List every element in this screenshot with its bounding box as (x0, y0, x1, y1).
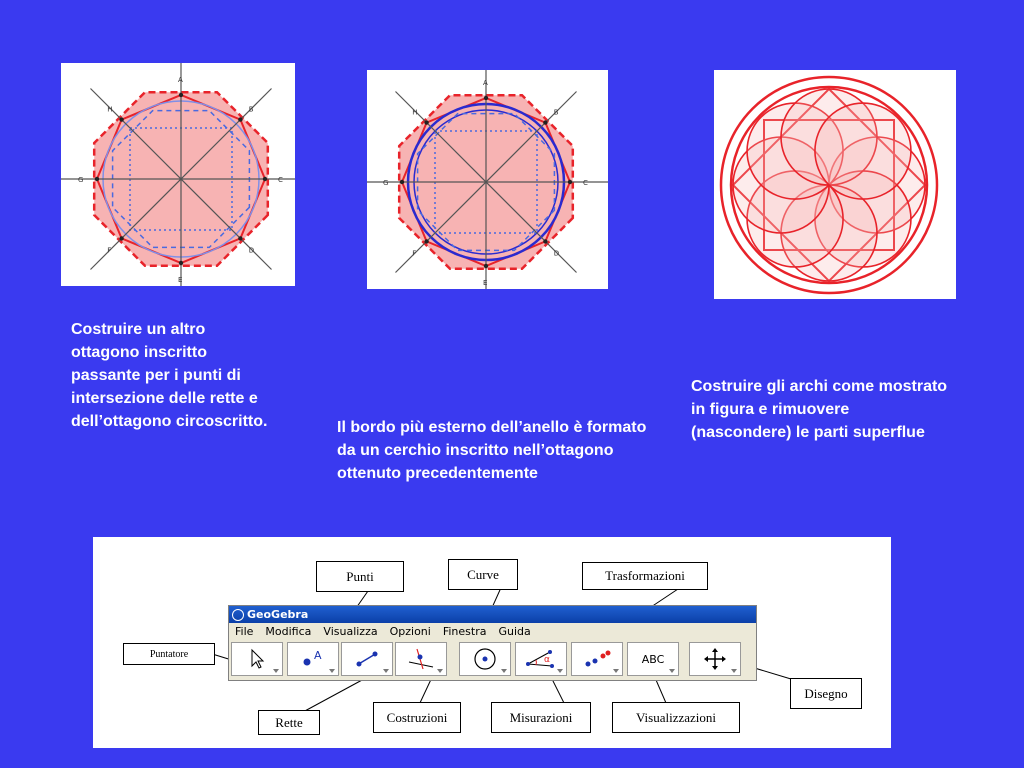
tool-curves[interactable] (459, 642, 511, 676)
callout-punti: Punti (316, 561, 404, 592)
tool-dropdown-icon (557, 669, 563, 673)
vertex-point (424, 120, 429, 125)
tool-pointer[interactable] (231, 642, 283, 676)
geogebra-toolbar-panel: GeoGebra File Modifica Visualizza Opzion… (93, 537, 891, 748)
menu-visualizza[interactable]: Visualizza (323, 625, 378, 638)
tool-move-view[interactable] (689, 642, 741, 676)
move-arrows-icon (704, 648, 726, 670)
circle-icon (474, 648, 496, 670)
tool-points[interactable]: A (287, 642, 339, 676)
vertex-label: H (107, 105, 112, 113)
tool-dropdown-icon (383, 669, 389, 673)
callout-curve: Curve (448, 559, 518, 590)
geogebra-title: GeoGebra (247, 608, 309, 621)
octagon-diagram-1: A B C D E F G H (61, 63, 295, 286)
vertex-point (94, 176, 100, 182)
petal-arc (814, 102, 912, 200)
caption-middle: Il bordo più esterno dell’anello è forma… (337, 419, 647, 482)
angle-icon: α (526, 650, 554, 668)
vertex-label: E (483, 279, 487, 287)
figure-octagon-construction-2: A B C D E F G H (367, 70, 608, 289)
vertex-point (119, 236, 124, 241)
vertex-label: H (412, 108, 417, 116)
tool-measurements[interactable]: α (515, 642, 567, 676)
reflection-points-icon (585, 650, 611, 667)
vertex-label: C (278, 176, 283, 184)
vertex-point (543, 120, 548, 125)
tool-transformations[interactable] (571, 642, 623, 676)
text-tool-label: ABC (641, 652, 665, 666)
geogebra-title-bar: GeoGebra (229, 606, 756, 623)
dashed-blue-octagon (111, 109, 251, 249)
octagon-diagram-2: A B C D E F G H (367, 70, 608, 289)
vertex-point (238, 236, 243, 241)
tool-lines[interactable] (341, 642, 393, 676)
callout-visualizzazioni: Visualizzazioni (612, 702, 740, 733)
caption-left: Costruire un altro ottagono inscritto pa… (71, 321, 268, 430)
vertex-point (543, 239, 548, 244)
pointer-arrow-icon (251, 648, 265, 669)
geogebra-menu-bar: File Modifica Visualizza Opzioni Finestr… (229, 623, 756, 640)
callout-rette: Rette (258, 710, 320, 735)
menu-opzioni[interactable]: Opzioni (389, 625, 431, 638)
vertex-point (119, 117, 124, 122)
tool-dropdown-icon (731, 669, 737, 673)
vertex-point (399, 179, 405, 185)
vertex-label: E (178, 276, 182, 284)
perpendicular-line-icon (408, 648, 434, 670)
tool-text[interactable]: ABC (627, 642, 679, 676)
menu-file[interactable]: File (235, 625, 254, 638)
vertex-point (238, 117, 243, 122)
svg-text:A: A (314, 649, 322, 662)
menu-modifica[interactable]: Modifica (265, 625, 312, 638)
dashed-blue-octagon (416, 112, 556, 252)
line-icon (356, 651, 378, 667)
callout-trasformazioni: Trasformazioni (582, 562, 708, 590)
vertex-label: D (554, 250, 559, 258)
tool-dropdown-icon (329, 669, 335, 673)
geogebra-tool-row: A α ABC (229, 640, 756, 678)
vertex-label: D (249, 247, 254, 255)
vertex-point (424, 239, 429, 244)
tool-dropdown-icon (613, 669, 619, 673)
geogebra-window: GeoGebra File Modifica Visualizza Opzion… (228, 605, 757, 681)
menu-guida[interactable]: Guida (498, 625, 531, 638)
vertex-label: F (107, 247, 111, 255)
tool-dropdown-icon (669, 669, 675, 673)
vertex-label: F (412, 250, 416, 258)
vertex-label: C (583, 179, 588, 187)
tool-constructions[interactable] (395, 642, 447, 676)
vertex-label: A (483, 79, 488, 87)
vertex-point (483, 263, 489, 269)
axis-square (763, 119, 895, 251)
geogebra-logo-icon (232, 609, 244, 621)
callout-disegno: Disegno (790, 678, 862, 709)
callout-costruzioni: Costruzioni (373, 702, 461, 733)
vertex-point (178, 92, 184, 98)
tool-dropdown-icon (273, 669, 279, 673)
rosette-diagram (719, 75, 939, 295)
callout-puntatore: Puntatore (123, 643, 215, 665)
vertex-label: B (249, 105, 254, 113)
callout-misurazioni: Misurazioni (491, 702, 591, 733)
caption-right: Costruire gli archi come mostrato in fig… (691, 378, 948, 441)
figure-octagon-construction-1: A B C D E F G H (61, 63, 295, 286)
point-icon: A (303, 649, 322, 666)
vertex-point (178, 260, 184, 266)
vertex-label: A (178, 76, 183, 84)
menu-finestra[interactable]: Finestra (442, 625, 487, 638)
vertex-point (262, 176, 268, 182)
vertex-label: G (78, 176, 83, 184)
vertex-label: G (383, 179, 388, 187)
tool-dropdown-icon (437, 669, 443, 673)
tool-dropdown-icon (501, 669, 507, 673)
vertex-label: B (554, 108, 559, 116)
figure-star-rosette (714, 70, 956, 299)
vertex-point (567, 179, 573, 185)
vertex-point (483, 95, 489, 101)
svg-text:α: α (544, 655, 550, 665)
